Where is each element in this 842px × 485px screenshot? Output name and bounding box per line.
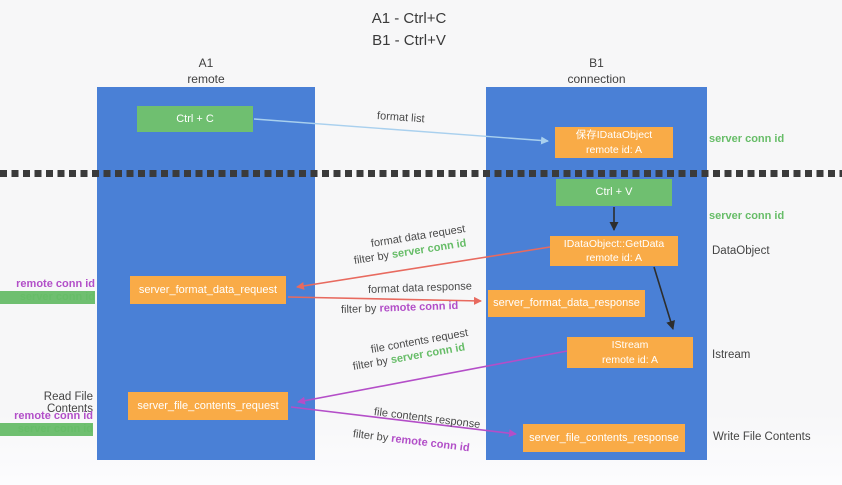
label-file-contents-response: file contents response <box>373 406 481 431</box>
node-file-request-label: server_file_contents_request <box>137 399 279 412</box>
annotation-server-conn-id: server conn id <box>0 291 95 305</box>
node-ctrl-v-label: Ctrl + V <box>595 186 633 199</box>
node-format-request-label: server_format_data_request <box>138 283 278 296</box>
lane-b1-name: B1 <box>589 56 604 70</box>
annotation-dataobject: DataObject <box>712 245 770 257</box>
label-filter-by-text: filter by <box>340 302 380 316</box>
title-line-2: B1 - Ctrl+V <box>372 31 446 49</box>
annotation-istream: Istream <box>712 349 751 361</box>
node-server-format-data-request: server_format_data_request <box>130 276 286 304</box>
node-server-format-data-response: server_format_data_response <box>488 290 645 317</box>
phase-divider-dotted-line <box>0 170 842 177</box>
annotation-write-file-contents: Write File Contents <box>713 431 811 443</box>
lane-a1-name: A1 <box>198 56 214 70</box>
label-format-list: format list <box>376 110 425 126</box>
diagram-title: A1 - Ctrl+C B1 - Ctrl+V <box>284 8 534 52</box>
node-server-file-contents-response: server_file_contents_response <box>523 424 685 452</box>
node-ctrl-c: Ctrl + C <box>137 106 253 132</box>
node-file-response-label: server_file_contents_response <box>529 431 679 444</box>
label-remote-conn-id-highlight: remote conn id <box>379 299 459 315</box>
annotation-read-file-contents: Read File Contents <box>43 391 93 415</box>
annotation-conn-ids-top: remote conn id server conn id <box>0 278 95 305</box>
node-istream: IStream remote id: A <box>567 337 693 368</box>
node-getdata-line1: IDataObject::GetData <box>563 237 665 250</box>
annotation-server-conn-id-top: server conn id <box>709 133 785 145</box>
node-istream-line2: remote id: A <box>601 353 659 366</box>
lane-header-a1: A1 remote <box>97 56 315 87</box>
lane-a1-role: remote <box>187 71 225 86</box>
node-istream-line1: IStream <box>611 339 649 352</box>
node-save-idataobject-line1: 保存IDataObject <box>575 129 653 142</box>
annotation-remote-conn-id: remote conn id <box>14 410 93 422</box>
node-getdata-line2: remote id: A <box>585 252 643 264</box>
label-remote-conn-id-highlight: remote conn id <box>390 432 471 455</box>
label-filter-by-text: filter by <box>351 354 392 373</box>
node-save-idataobject-line2: remote id: A <box>585 143 643 156</box>
annotation-server-conn-id: server conn id <box>0 423 93 437</box>
node-ctrl-v: Ctrl + V <box>556 179 672 206</box>
lane-header-b1: B1 connection <box>486 56 707 87</box>
node-ctrl-c-label: Ctrl + C <box>176 112 214 125</box>
lane-b1-role: connection <box>567 71 626 86</box>
label-filter-by-remote-conn-id-1: filter by remote conn id <box>341 300 459 316</box>
node-save-idataobject: 保存IDataObject remote id: A <box>555 127 673 158</box>
annotation-remote-conn-id: remote conn id <box>16 278 95 290</box>
label-filter-by-remote-conn-id-2: filter by remote conn id <box>352 428 470 454</box>
label-filter-by-text: filter by <box>353 249 393 267</box>
label-format-data-response: format data response <box>367 280 473 296</box>
annotation-server-conn-id-mid: server conn id <box>709 210 785 222</box>
node-idataobject-getdata: IDataObject::GetData remote id: A <box>550 236 678 266</box>
node-server-file-contents-request: server_file_contents_request <box>128 392 288 420</box>
title-line-1: A1 - Ctrl+C <box>371 10 447 27</box>
node-format-response-label: server_format_data_response <box>493 297 640 310</box>
label-filter-by-text: filter by <box>352 428 392 445</box>
annotation-conn-ids-bottom: remote conn id server conn id <box>0 410 93 437</box>
